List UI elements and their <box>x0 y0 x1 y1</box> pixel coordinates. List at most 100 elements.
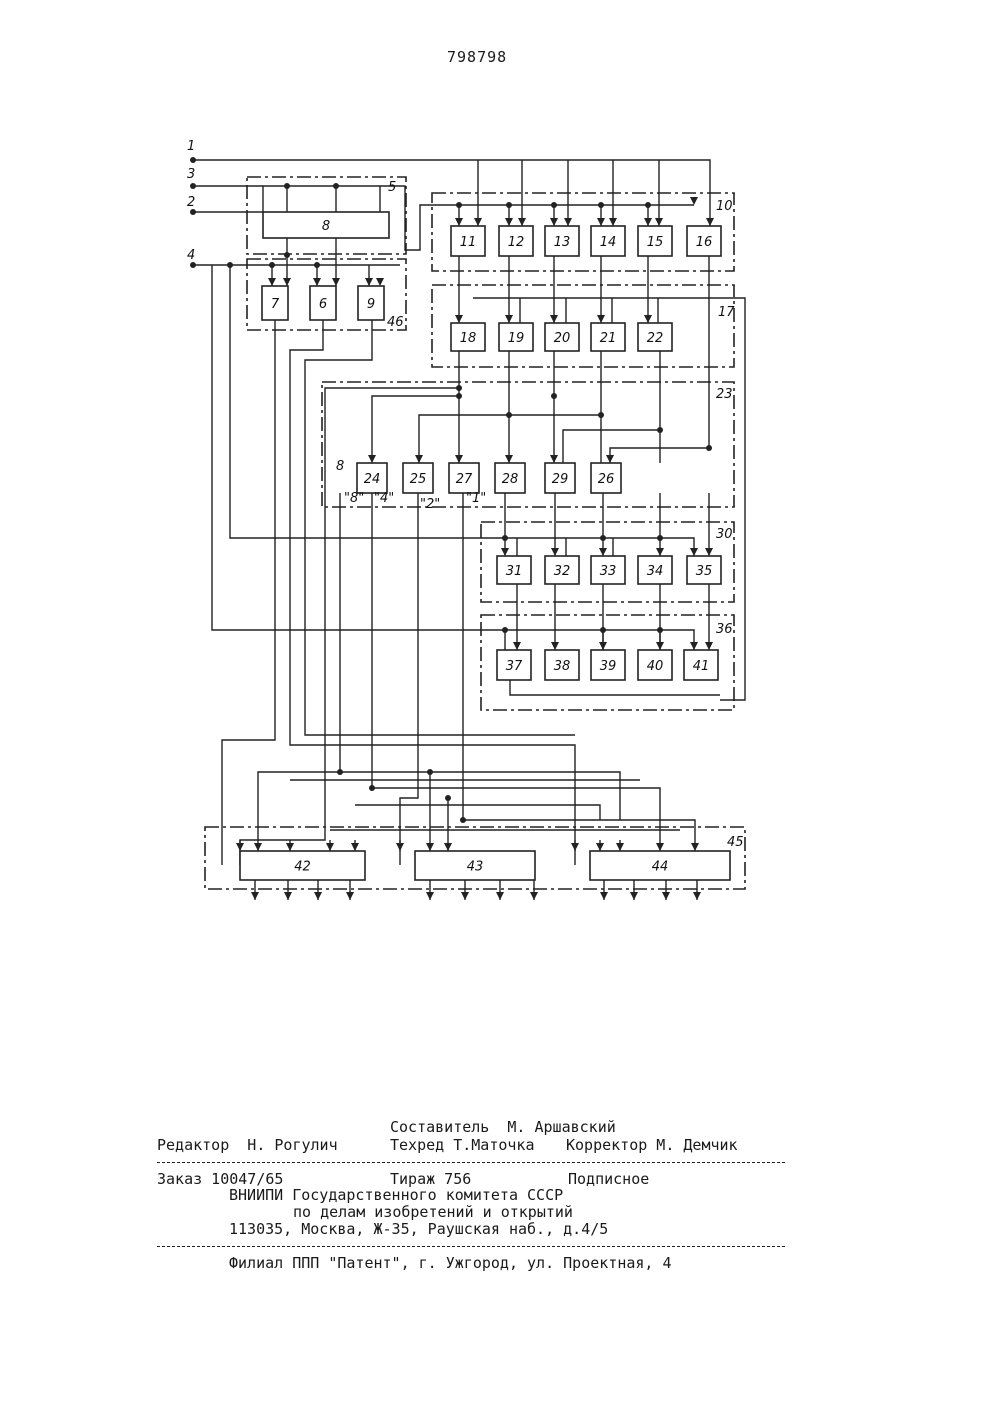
group-label: 36 <box>716 622 733 637</box>
block-label: 9 <box>367 297 375 312</box>
arrowhead <box>496 892 504 900</box>
junction-dot <box>445 795 451 801</box>
junction-dot <box>337 769 343 775</box>
block-label: 21 <box>600 331 617 346</box>
signal-label: "1" <box>466 491 486 506</box>
block-label: 38 <box>554 659 571 674</box>
corrector-line: Корректор М. Демчик <box>566 1136 738 1154</box>
junction-dot <box>427 769 433 775</box>
wire <box>372 788 660 840</box>
junction-dot <box>506 412 512 418</box>
wire <box>290 320 575 865</box>
block-label: 16 <box>696 235 713 250</box>
arrowhead <box>455 315 463 323</box>
arrowhead <box>505 455 513 463</box>
wire <box>400 493 418 865</box>
subscription-line: Подписное <box>568 1170 649 1188</box>
block-label: 43 <box>467 860 484 875</box>
arrowhead <box>655 218 663 226</box>
arrowhead <box>455 455 463 463</box>
junction-dot <box>598 202 604 208</box>
arrowhead <box>691 843 699 851</box>
arrowhead <box>693 892 701 900</box>
arrowhead <box>505 315 513 323</box>
junction-dot <box>598 412 604 418</box>
arrowhead <box>597 315 605 323</box>
arrowhead <box>368 455 376 463</box>
editor-line: Редактор Н. Рогулич <box>157 1136 338 1154</box>
footer-rule-1 <box>157 1162 785 1163</box>
junction-dot <box>456 385 462 391</box>
arrowhead <box>606 455 614 463</box>
block-label: 39 <box>600 659 617 674</box>
wire <box>419 415 509 463</box>
group-label: 46 <box>387 315 404 330</box>
arrowhead <box>609 218 617 226</box>
wire <box>340 772 620 820</box>
junction-dot <box>502 627 508 633</box>
group-label: 23 <box>716 387 733 402</box>
arrowhead <box>501 548 509 556</box>
block-label: 32 <box>554 564 571 579</box>
arrowhead <box>461 892 469 900</box>
block-label: 42 <box>294 860 311 875</box>
wire <box>372 396 459 463</box>
junction-dot <box>460 817 466 823</box>
junction-dot <box>284 183 290 189</box>
arrowhead <box>597 218 605 226</box>
arrowhead <box>571 843 579 851</box>
arrowhead <box>251 892 259 900</box>
arrowhead <box>656 843 664 851</box>
input-label: 3 <box>187 167 195 182</box>
block-label: 26 <box>598 472 615 487</box>
signal-label: "2" <box>420 497 440 512</box>
group-label: 17 <box>718 305 735 320</box>
compiler-line: Составитель М. Аршавский <box>390 1118 616 1136</box>
arrowhead <box>550 315 558 323</box>
junction-dot <box>551 202 557 208</box>
wire <box>240 388 459 865</box>
arrowhead <box>564 218 572 226</box>
junction-dot <box>190 157 196 163</box>
junction-dot <box>369 785 375 791</box>
block-label: 34 <box>647 564 664 579</box>
group-label: 10 <box>716 199 733 214</box>
group-label: 30 <box>716 527 733 542</box>
arrows <box>236 197 714 900</box>
arrowhead <box>705 642 713 650</box>
junction-dot <box>333 183 339 189</box>
group-label: 5 <box>388 180 396 195</box>
arrowhead <box>550 455 558 463</box>
arrowhead <box>530 892 538 900</box>
signal-label: "4" <box>374 491 394 506</box>
block-label: 6 <box>319 297 327 312</box>
group-label: 45 <box>727 835 744 850</box>
arrowhead <box>268 278 276 286</box>
arrowhead <box>283 278 291 286</box>
signal-label: 8 <box>336 459 344 474</box>
block-label: 20 <box>554 331 571 346</box>
block-label: 29 <box>552 472 569 487</box>
junction-dot <box>456 393 462 399</box>
arrowhead <box>415 455 423 463</box>
arrowhead <box>600 892 608 900</box>
junction-dot <box>506 202 512 208</box>
junction-dot <box>645 202 651 208</box>
arrowhead <box>326 843 334 851</box>
junction-dot <box>657 427 663 433</box>
arrowhead <box>284 892 292 900</box>
footer-rule-2 <box>157 1246 785 1247</box>
arrowhead <box>551 548 559 556</box>
junction-dot <box>269 262 275 268</box>
wire <box>230 265 694 556</box>
arrowhead <box>690 548 698 556</box>
junction-dot <box>551 393 557 399</box>
junction-dot <box>657 535 663 541</box>
arrowhead <box>332 278 340 286</box>
arrowhead <box>599 642 607 650</box>
arrowhead <box>351 843 359 851</box>
block-label: 24 <box>364 472 381 487</box>
arrowhead <box>656 642 664 650</box>
signal-label: "8" <box>344 491 364 506</box>
arrowhead <box>505 218 513 226</box>
